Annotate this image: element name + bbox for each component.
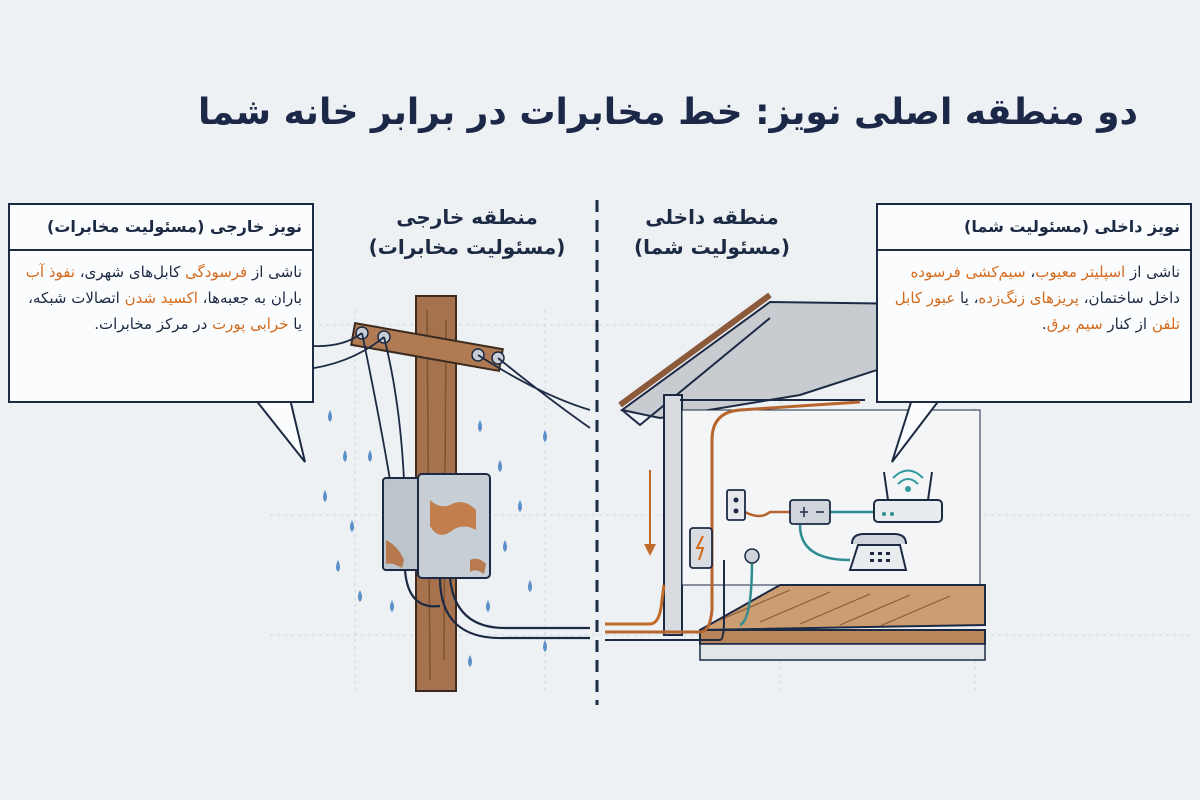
text-segment: کابل‌های شهری، bbox=[75, 263, 186, 281]
highlight-term: سیم برق bbox=[1046, 315, 1103, 333]
text-segment: از کنار bbox=[1102, 315, 1152, 333]
router-icon bbox=[873, 471, 943, 523]
highlight-term: خرابی پورت bbox=[212, 315, 289, 333]
highlight-term: پریزهای زنگ‌زده bbox=[978, 289, 1079, 307]
splitter-icon bbox=[744, 499, 831, 564]
internal-noise-callout: نویز داخلی (مسئولیت شما) ناشی از اسپلیتر… bbox=[876, 203, 1192, 403]
page-title: دو منطقه اصلی نویز: خط مخابرات در برابر … bbox=[198, 92, 1138, 133]
external-noise-callout: نویز خارجی (مسئولیت مخابرات) ناشی از فرس… bbox=[8, 203, 314, 403]
rain-drops-icon bbox=[323, 410, 547, 667]
text-segment: ناشی از bbox=[1125, 263, 1180, 281]
external-noise-description: ناشی از فرسودگی کابل‌های شهری، نفوذ آب ب… bbox=[10, 251, 312, 345]
interior-wiring bbox=[605, 400, 880, 641]
wifi-signal-icon bbox=[892, 469, 924, 492]
highlight-term: اسپلیتر معیوب bbox=[1035, 263, 1126, 281]
text-segment: در مرکز مخابرات. bbox=[94, 315, 213, 333]
text-segment: اتصالات شبکه، یا bbox=[28, 289, 302, 333]
highlight-term: نفوذ آب bbox=[25, 263, 76, 281]
outside-zone-label: منطقه خارجی (مسئولیت مخابرات) bbox=[352, 202, 582, 262]
text-segment: ، bbox=[1025, 263, 1036, 281]
inside-zone-label: منطقه داخلی (مسئولیت شما) bbox=[612, 202, 812, 262]
text-segment: ناشی از bbox=[247, 263, 302, 281]
highlight-term: سیم‌کشی فرسوده bbox=[910, 263, 1026, 281]
overhead-wires bbox=[299, 332, 591, 481]
telephone-icon bbox=[848, 533, 908, 571]
inside-zone-responsibility: (مسئولیت شما) bbox=[633, 235, 791, 259]
text-segment: . bbox=[1041, 315, 1047, 333]
service-cables bbox=[403, 569, 590, 640]
outside-zone-responsibility: (مسئولیت مخابرات) bbox=[368, 235, 566, 259]
external-noise-heading: نویز خارجی (مسئولیت مخابرات) bbox=[10, 205, 312, 251]
text-segment: داخل ساختمان، bbox=[1078, 289, 1180, 307]
highlight-term: اکسید شدن bbox=[124, 289, 198, 307]
wall-outlet-icon bbox=[726, 489, 746, 521]
highlight-term: فرسودگی bbox=[185, 263, 248, 281]
internal-noise-heading: نویز داخلی (مسئولیت شما) bbox=[878, 205, 1190, 251]
arrow-down-icon bbox=[644, 470, 656, 556]
highlight-term: عبور کابل تلفن bbox=[894, 289, 1180, 333]
faulty-wiring-junction-icon bbox=[689, 527, 713, 569]
inside-zone-name: منطقه داخلی bbox=[645, 205, 779, 229]
outside-zone-name: منطقه خارجی bbox=[396, 205, 538, 229]
external-callout-tail bbox=[254, 398, 306, 463]
internal-noise-description: ناشی از اسپلیتر معیوب، سیم‌کشی فرسوده دا… bbox=[878, 251, 1190, 345]
text-segment: باران به جعبه‌ها، bbox=[197, 289, 302, 307]
text-segment: ، یا bbox=[955, 289, 979, 307]
internal-callout-tail bbox=[891, 398, 941, 463]
wooden-floor bbox=[699, 584, 986, 661]
rusty-junction-box-icon bbox=[382, 473, 491, 579]
